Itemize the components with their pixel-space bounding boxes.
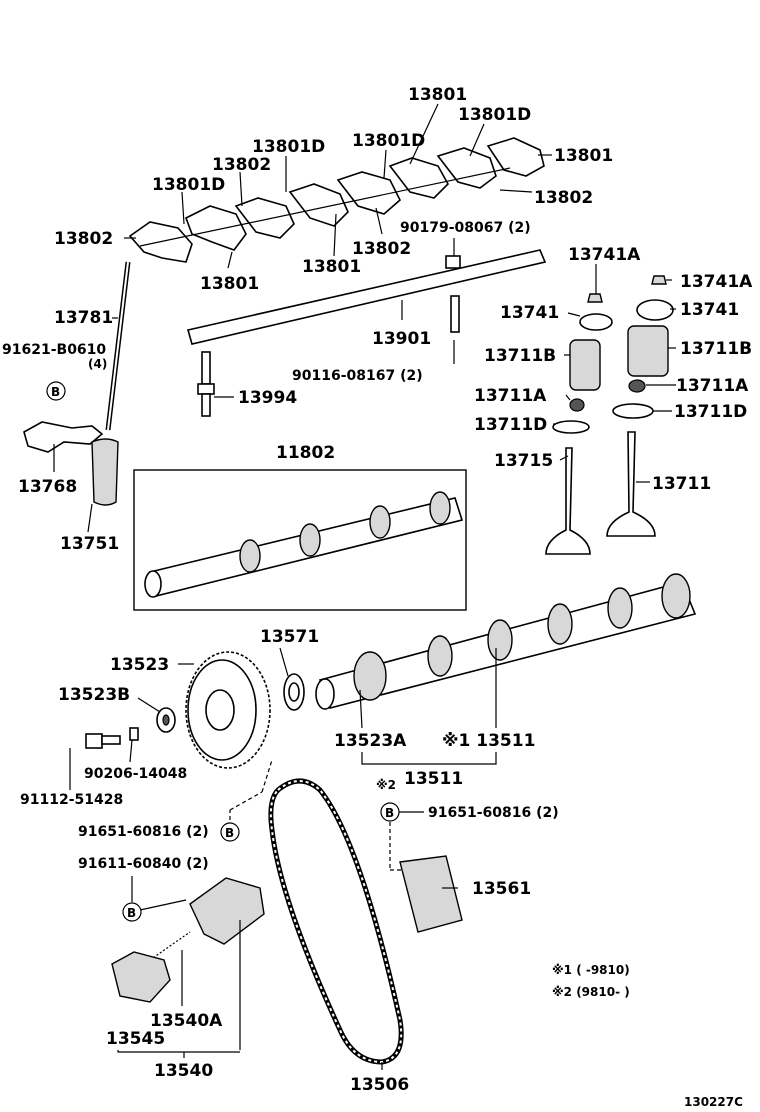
label-13741-left: 13741 <box>500 303 559 323</box>
leader-lines <box>53 103 676 1070</box>
label-91621-qty: (4) <box>88 357 107 371</box>
label-13781: 13781 <box>54 308 113 328</box>
label-13540A: 13540A <box>150 1011 223 1031</box>
label-91651-right: 91651-60816 (2) <box>428 805 559 821</box>
rocker-shaft <box>186 249 547 345</box>
bolt-90116 <box>450 295 460 333</box>
rocker-arm-row <box>128 137 545 263</box>
label-13523A: 13523A <box>334 731 407 751</box>
label-90206: 90206-14048 <box>84 766 187 782</box>
label-13802-right: 13802 <box>534 188 593 208</box>
label-13801-bottomleft: 13801 <box>200 274 259 294</box>
svg-text:B: B <box>385 806 394 820</box>
label-13711D-left: 13711D <box>474 415 547 435</box>
label-13511-mark: ※2 <box>376 778 396 792</box>
valve-lifter <box>91 438 119 506</box>
label-13711: 13711 <box>652 474 711 494</box>
b-marker-4: B <box>122 902 142 922</box>
label-13741A-left: 13741A <box>568 245 641 265</box>
label-90116: 90116-08167 (2) <box>292 368 423 384</box>
label-91621: 91621-B0610 <box>2 342 106 358</box>
label-13511-note: ※1 13511 <box>442 731 535 751</box>
label-13711B-right: 13711B <box>680 339 752 359</box>
label-13802-bottom: 13802 <box>352 239 411 259</box>
label-13901: 13901 <box>372 329 431 349</box>
label-13711B-left: 13711B <box>484 346 556 366</box>
label-13801-right: 13801 <box>554 146 613 166</box>
label-13561: 13561 <box>472 879 531 899</box>
label-91611: 91611-60840 (2) <box>78 856 209 872</box>
label-13711D-right: 13711D <box>674 402 747 422</box>
label-13751: 13751 <box>60 534 119 554</box>
stud-13994 <box>197 351 215 417</box>
b-marker-1: B <box>46 381 66 401</box>
label-11802: 11802 <box>276 443 335 463</box>
label-13801-bottommid: 13801 <box>302 257 361 277</box>
svg-text:B: B <box>51 385 60 399</box>
label-13801D-left: 13801D <box>152 175 225 195</box>
pushrod <box>105 261 131 431</box>
label-13994: 13994 <box>238 388 297 408</box>
label-13715: 13715 <box>494 451 553 471</box>
footnote-1: ※1 ( -9810) <box>552 963 630 977</box>
washer-and-bolt <box>85 707 176 749</box>
svg-text:B: B <box>127 906 136 920</box>
label-13802-left: 13802 <box>54 229 113 249</box>
label-13801D-left2: 13801D <box>252 137 325 157</box>
label-13711A-left: 13711A <box>474 386 547 406</box>
cam-sprocket <box>185 651 305 769</box>
timing-chain <box>268 778 404 1065</box>
svg-text:B: B <box>225 826 234 840</box>
label-13741A-right: 13741A <box>680 272 753 292</box>
camshaft-box-11802 <box>133 469 467 611</box>
label-13571: 13571 <box>260 627 319 647</box>
label-13511: 13511 <box>404 769 463 789</box>
part-labels: 13801 13801D 13801 13801D 13801D 13802 1… <box>2 85 753 1109</box>
footnote-2: ※2 (9810- ) <box>552 985 630 999</box>
label-90179: 90179-08067 (2) <box>400 220 531 236</box>
label-13540: 13540 <box>154 1061 213 1081</box>
label-13711A-right: 13711A <box>676 376 749 396</box>
chain-tensioner <box>111 877 265 1003</box>
label-13801D-mid: 13801D <box>352 131 425 151</box>
valve-assembly-right <box>606 275 674 537</box>
camshaft-13511 <box>315 573 697 710</box>
label-91112: 91112-51428 <box>20 792 123 808</box>
label-91651-left: 91651-60816 (2) <box>78 824 209 840</box>
valve-assembly-left <box>545 293 613 555</box>
label-13545: 13545 <box>106 1029 165 1049</box>
label-13802-mid: 13802 <box>212 155 271 175</box>
label-13523: 13523 <box>110 655 169 675</box>
b-marker-3: B <box>380 802 400 822</box>
label-13741-right: 13741 <box>680 300 739 320</box>
label-13801-top: 13801 <box>408 85 467 105</box>
label-13801D-top: 13801D <box>458 105 531 125</box>
diagram-id: 130227C <box>684 1095 743 1109</box>
label-13768: 13768 <box>18 477 77 497</box>
label-13506: 13506 <box>350 1075 409 1095</box>
b-marker-2: B <box>220 822 240 842</box>
chain-damper <box>399 855 463 933</box>
label-13523B: 13523B <box>58 685 130 705</box>
lifter-guide <box>23 421 104 453</box>
